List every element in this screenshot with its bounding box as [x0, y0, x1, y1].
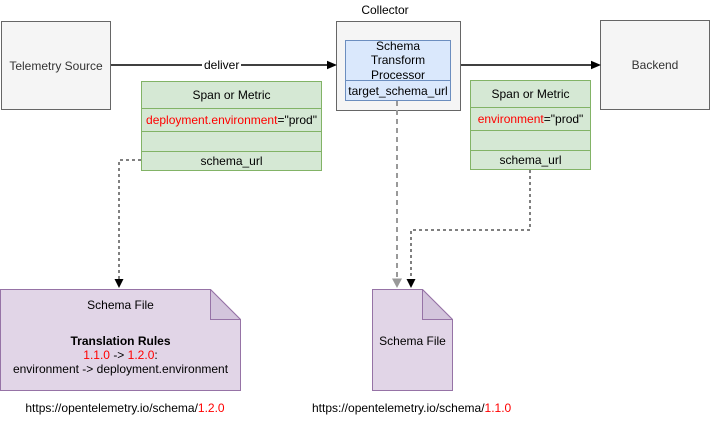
- attribute-rename-rule: environment -> deployment.environment: [12, 362, 229, 376]
- attribute-value: ="prod": [543, 112, 584, 126]
- record-empty-row: [142, 131, 321, 151]
- record-attribute: deployment.environment="prod": [142, 108, 321, 131]
- note-shape: [372, 289, 453, 391]
- url-base: https://opentelemetry.io/schema/: [312, 401, 485, 415]
- folded-corner: [210, 289, 241, 320]
- span-or-metric-right: Span or Metric environment="prod" schema…: [470, 80, 591, 170]
- record-schema-url: schema_url: [142, 151, 321, 170]
- mapping-arrow: ->: [113, 348, 125, 362]
- record-schema-url: schema_url: [471, 150, 590, 169]
- schema-file-title: Schema File: [87, 298, 154, 312]
- record-title: Span or Metric: [491, 87, 570, 101]
- schema-file-left: Schema File Translation Rules 1.1.0 -> 1…: [0, 289, 241, 391]
- url-version: 1.1.0: [484, 401, 512, 415]
- collector-to-backend-arrow: [461, 60, 601, 70]
- record-attribute: environment="prod": [471, 107, 590, 130]
- url-base: https://opentelemetry.io/schema/: [25, 401, 198, 415]
- schema-transform-processor: Schema Transform Processor target_schema…: [345, 38, 451, 101]
- record-empty-row: [471, 130, 590, 150]
- telemetry-source-node: Telemetry Source: [1, 21, 111, 110]
- folded-corner: [422, 289, 453, 320]
- attribute-name: deployment.environment: [146, 113, 278, 127]
- schema-url-right: https://opentelemetry.io/schema/1.1.0: [312, 401, 511, 415]
- from-version: 1.1.0: [83, 348, 110, 362]
- backend-label: Backend: [631, 58, 679, 72]
- deliver-arrow-label: deliver: [202, 58, 242, 72]
- target-schema-url-connector: [392, 101, 402, 288]
- backend-node: Backend: [600, 20, 710, 110]
- telemetry-source-label: Telemetry Source: [9, 58, 103, 73]
- record-title: Span or Metric: [192, 88, 271, 102]
- schema-url-left: https://opentelemetry.io/schema/1.2.0: [0, 401, 250, 415]
- processor-target-schema-url: target_schema_url: [346, 80, 450, 100]
- left-schema-url-connector: [114, 159, 141, 288]
- translation-rules-heading: Translation Rules: [70, 334, 171, 348]
- processor-title: Schema Transform Processor: [370, 38, 426, 82]
- attribute-name: environment: [477, 112, 544, 126]
- to-version: 1.2.0: [127, 348, 155, 362]
- schema-file-title: Schema File: [379, 334, 446, 348]
- collector-title: Collector: [361, 3, 409, 17]
- url-version: 1.2.0: [197, 401, 225, 415]
- attribute-value: ="prod": [277, 113, 317, 127]
- schema-file-center: Schema File: [372, 289, 453, 391]
- right-schema-url-connector: [406, 170, 531, 288]
- version-mapping-line: 1.1.0 -> 1.2.0:: [83, 348, 158, 362]
- note-shape: [0, 289, 241, 391]
- span-or-metric-left: Span or Metric deployment.environment="p…: [141, 81, 322, 171]
